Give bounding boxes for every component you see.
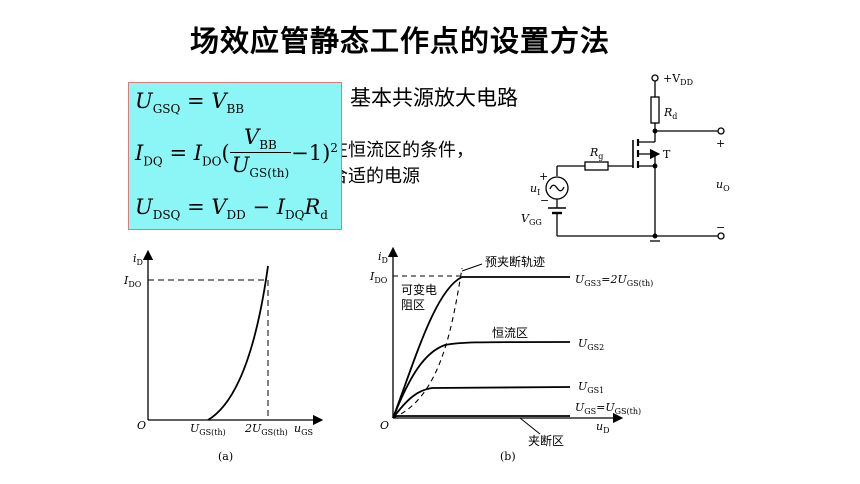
graph-b-pinch-pointer xyxy=(461,263,483,272)
vdd-terminal xyxy=(651,74,659,82)
resistor-rd xyxy=(650,96,660,124)
circuit-labels: +VDD Rd Rg T + − uI VGG + − uO xyxy=(521,72,730,234)
graph-b-variable-label-2: 阻区 xyxy=(401,298,425,312)
graph-b-curve-ugs2 xyxy=(392,341,571,419)
circuit-heading: 基本共源放大电路 xyxy=(350,86,518,110)
label-vgg: VGG xyxy=(521,212,542,227)
junction-drain xyxy=(652,128,658,134)
formula-ugsq: UGSQ = VBB xyxy=(135,89,245,117)
graph-a-tick2: 2UGS(th) xyxy=(244,422,288,437)
note-line-2: 合适的电源 xyxy=(330,166,420,187)
graph-b-curve-ugs3 xyxy=(392,276,570,419)
graph-a-x-label: uGS xyxy=(294,422,313,437)
graph-b-curve3-label: UGS1 xyxy=(578,380,604,395)
graph-b-variable-label-1: 可变电 xyxy=(401,282,437,297)
label-plus-in: + xyxy=(539,170,548,183)
label-rd: Rd xyxy=(663,106,677,121)
graph-b-ido-label: IDO xyxy=(369,270,388,285)
label-ui: uI xyxy=(530,182,540,197)
label-minus-in: − xyxy=(540,194,549,207)
graph-b xyxy=(387,246,624,435)
graph-a-tick1: UGS(th) xyxy=(190,422,226,437)
graph-a-caption: (a) xyxy=(218,450,233,463)
resistor-rg xyxy=(584,161,609,171)
label-rg: Rg xyxy=(589,146,603,161)
circuit-schematic xyxy=(545,74,725,242)
graph-a xyxy=(142,249,324,426)
graph-a-origin: O xyxy=(137,419,146,432)
output-terminal-top xyxy=(717,127,725,135)
formula-udsq: UDSQ = VDD − IDQRd xyxy=(135,195,328,223)
graph-b-x-label: uD xyxy=(596,420,610,435)
junction-source xyxy=(652,163,658,169)
graph-b-pinch-label: 预夹断轨迹 xyxy=(485,254,545,269)
label-minus-out: − xyxy=(716,221,725,234)
label-vdd: +VDD xyxy=(663,72,693,87)
graph-b-cutoff-label: 夹断区 xyxy=(528,433,564,448)
source-sine xyxy=(549,184,565,192)
junction-ground xyxy=(652,233,658,239)
label-transistor: T xyxy=(663,148,671,161)
graph-b-curve2-label: UGS2 xyxy=(578,337,604,352)
graph-b-labels: iD IDO O uD 预夹断轨迹 可变电 阻区 恒流区 夹断区 UGS3=2U… xyxy=(369,250,653,463)
graph-b-caption: (b) xyxy=(500,450,516,463)
graph-b-y-label: iD xyxy=(378,250,388,265)
slide-title: 场效应管静态工作点的设置方法 xyxy=(189,24,610,58)
graph-b-origin: O xyxy=(380,419,389,432)
graph-b-constant-label: 恒流区 xyxy=(492,326,528,340)
graph-b-curve-ugs1 xyxy=(392,386,571,419)
graph-b-curve4-label: UGS=UGS(th) xyxy=(575,401,641,416)
graph-b-cutoff-pointer xyxy=(519,417,541,435)
graph-a-transfer-curve xyxy=(207,265,269,421)
graph-b-curve1-label: UGS3=2UGS(th) xyxy=(575,273,653,288)
label-uo: uO xyxy=(716,178,730,193)
label-plus-out: + xyxy=(716,137,725,150)
graph-a-labels: iD IDO O UGS(th) 2UGS(th) uGS (a) xyxy=(123,252,313,463)
graph-a-ido-label: IDO xyxy=(123,274,142,289)
graph-a-y-label: iD xyxy=(133,252,143,267)
note-line-1: 在恒流区的条件， xyxy=(330,140,474,161)
output-terminal-bottom xyxy=(717,232,725,240)
